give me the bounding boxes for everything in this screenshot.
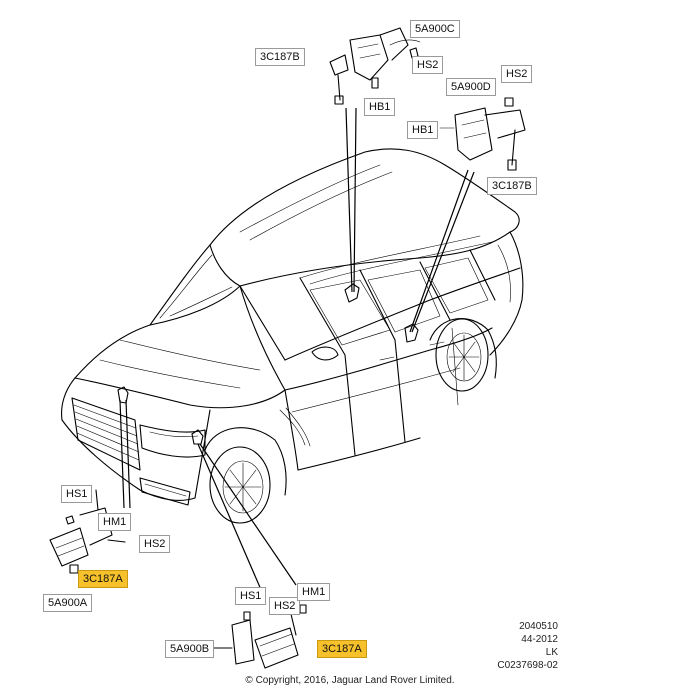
label-5a900a: 5A900A <box>43 594 93 612</box>
label-3c187b-right: 3C187B <box>487 177 537 195</box>
label-hb1-top: HB1 <box>364 98 396 116</box>
label-hs2-top: HS2 <box>412 56 444 74</box>
leader-lines <box>119 107 475 593</box>
label-hm1-right: HM1 <box>297 583 331 601</box>
vehicle-body <box>61 148 524 524</box>
sensor-assembly-rear-right <box>439 97 526 171</box>
reference-block: 2040510 44-2012 LK C0237698-02 <box>497 620 558 672</box>
reference-line-4: C0237698-02 <box>497 660 558 671</box>
label-hs2-left: HS2 <box>139 535 171 553</box>
label-hs2-right-front: HS2 <box>269 597 301 615</box>
reference-line-3: LK <box>545 647 558 658</box>
reference-line-2: 44-2012 <box>521 634 558 645</box>
label-3c187a-left: 3C187A <box>78 570 128 588</box>
label-3c187a-right: 3C187A <box>317 640 367 658</box>
label-hs1-left: HS1 <box>61 485 93 503</box>
label-hb1-right: HB1 <box>407 121 439 139</box>
sensor-assembly-front-left <box>49 489 126 574</box>
label-hs1-right: HS1 <box>235 587 267 605</box>
label-3c187b-top: 3C187B <box>255 48 305 66</box>
sensor-assembly-rear-left <box>329 27 421 105</box>
sensor-points <box>117 283 419 445</box>
label-5a900c: 5A900C <box>410 20 460 38</box>
label-5a900d: 5A900D <box>446 78 496 96</box>
label-hm1-left: HM1 <box>98 513 132 531</box>
label-5a900b: 5A900B <box>165 640 215 658</box>
label-hs2-right: HS2 <box>501 65 533 83</box>
reference-line-1: 2040510 <box>519 621 558 632</box>
copyright-notice: © Copyright, 2016, Jaguar Land Rover Lim… <box>245 675 455 686</box>
